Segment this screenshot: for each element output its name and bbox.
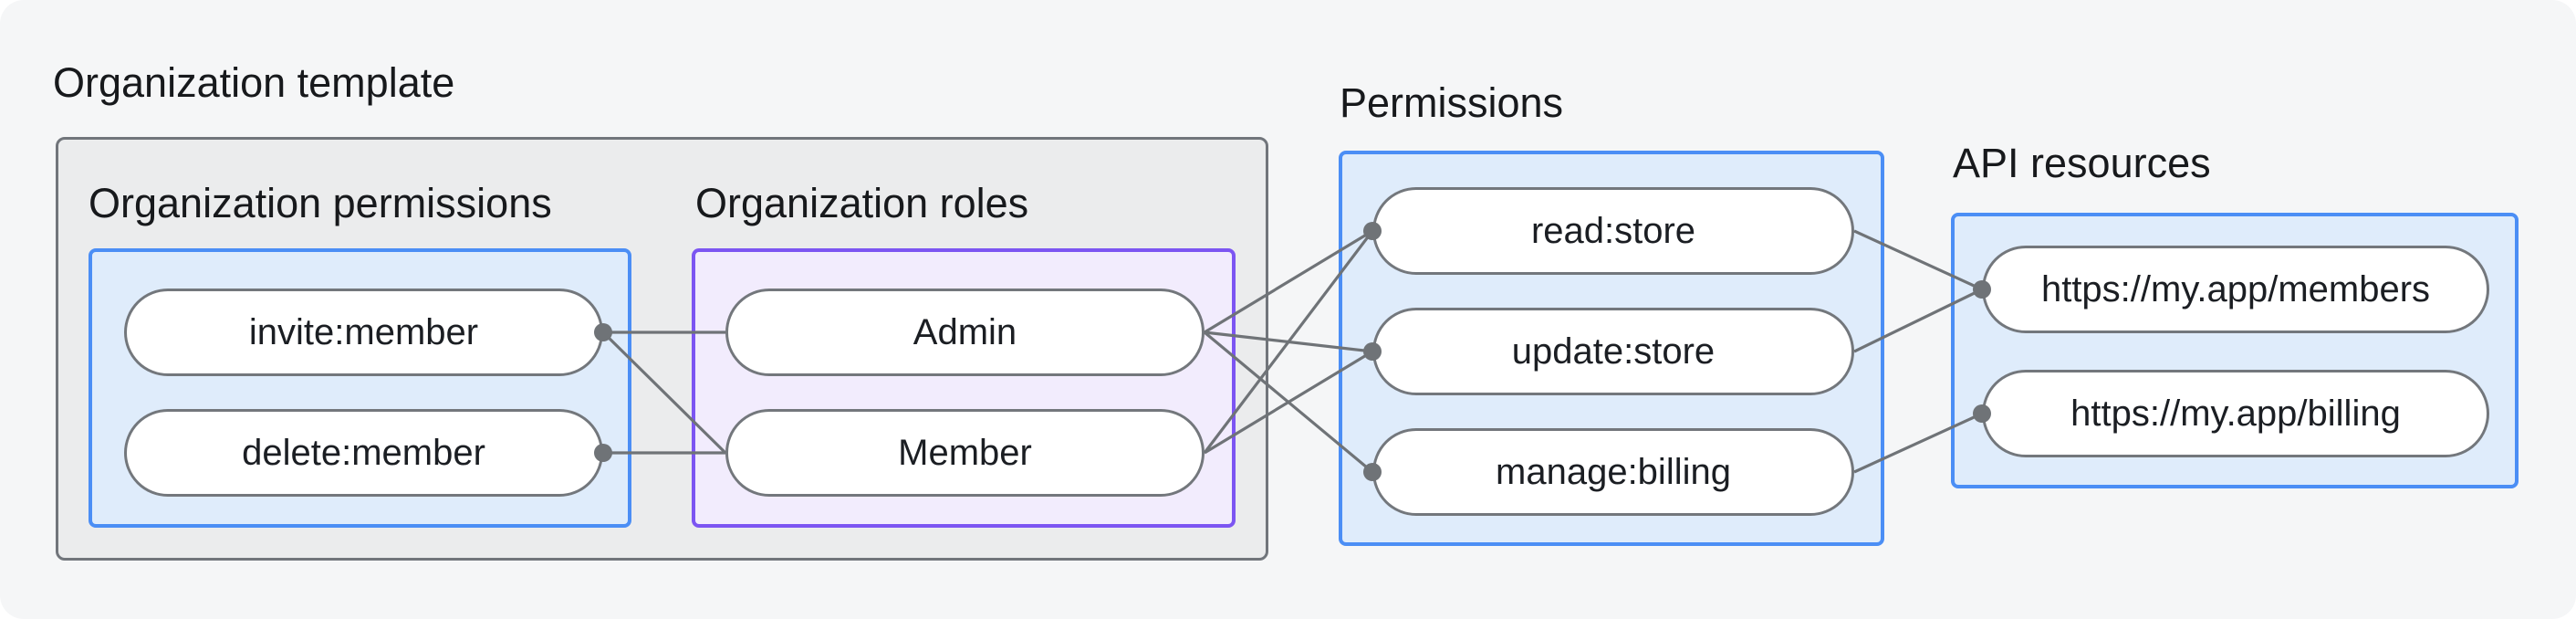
org-roles-label: Organization roles	[695, 180, 1029, 226]
node-label: https://my.app/members	[2040, 268, 2431, 310]
permissions-label: Permissions	[1340, 79, 1564, 126]
node-admin-role: Admin	[725, 289, 1205, 376]
node-label: https://my.app/billing	[2070, 393, 2401, 434]
node-label: delete:member	[242, 432, 485, 473]
node-manage-billing: manage:billing	[1372, 428, 1854, 516]
node-billing-api-resource: https://my.app/billing	[1982, 370, 2489, 457]
api-resources-label: API resources	[1953, 140, 2211, 186]
node-delete-member: delete:member	[124, 409, 603, 497]
node-read-store: read:store	[1372, 187, 1854, 275]
org-permissions-label: Organization permissions	[89, 180, 552, 226]
node-update-store: update:store	[1372, 308, 1854, 395]
node-invite-member: invite:member	[124, 289, 603, 376]
node-label: read:store	[1530, 210, 1696, 251]
node-members-api-resource: https://my.app/members	[1982, 246, 2489, 333]
node-label: Admin	[913, 311, 1017, 352]
node-label: update:store	[1511, 330, 1716, 372]
node-member-role: Member	[725, 409, 1205, 497]
node-label: manage:billing	[1496, 451, 1731, 492]
diagram-title: Organization template	[53, 59, 455, 106]
node-label: invite:member	[248, 311, 479, 352]
node-label: Member	[898, 432, 1032, 473]
